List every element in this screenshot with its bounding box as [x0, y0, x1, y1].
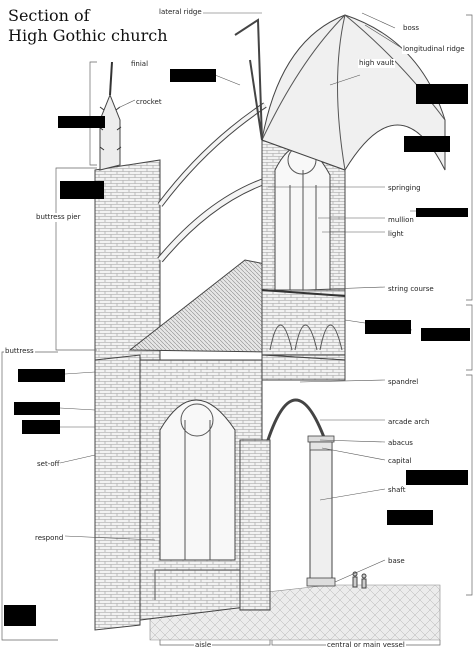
redaction-box — [60, 181, 104, 199]
label-springing: springing — [387, 184, 422, 193]
label-buttress: buttress — [4, 347, 35, 356]
redaction-box — [416, 208, 468, 217]
leader-lines — [34, 12, 455, 583]
label-set-off: set-off — [36, 460, 61, 469]
triforium-shape — [261, 289, 346, 356]
lower-buttress-shape — [94, 354, 141, 631]
diagram-title-line-2: High Gothic church — [8, 26, 168, 45]
label-arcade-arch: arcade arch — [387, 418, 431, 427]
redaction-box — [387, 510, 433, 525]
shaft-shape — [309, 439, 333, 586]
high-vault-shape — [261, 14, 446, 171]
label-shaft: shaft — [387, 486, 407, 495]
capital-shape — [309, 441, 333, 451]
redaction-box — [170, 69, 216, 82]
redaction-box — [22, 420, 60, 434]
aisle-rose-tracery — [180, 403, 214, 437]
label-boss: boss — [402, 24, 421, 33]
pinnacle-shape — [99, 93, 121, 171]
bracket-buttress-pier — [55, 167, 97, 351]
label-abacus: abacus — [387, 439, 414, 448]
redaction-box — [416, 84, 468, 104]
redaction-box — [14, 402, 60, 415]
label-spandrel: spandrel — [387, 378, 420, 387]
redaction-box — [421, 328, 470, 341]
redaction-box — [404, 136, 450, 152]
redaction-box — [406, 470, 468, 485]
label-light: light — [387, 230, 405, 239]
label-longitudinal-ridge: longitudinal ridge — [402, 45, 466, 54]
label-mullion: mullion — [387, 216, 415, 225]
spandrel-shape — [261, 354, 346, 381]
label-crocket: crocket — [135, 98, 163, 107]
label-lateral-ridge: lateral ridge — [158, 8, 203, 17]
bracket-buttress — [1, 351, 58, 641]
triforium-arches — [269, 324, 343, 351]
redaction-box — [18, 369, 65, 382]
label-finial: finial — [130, 60, 150, 69]
finial-line — [109, 61, 113, 96]
label-base: base — [387, 557, 406, 566]
human-figures — [352, 571, 367, 589]
diagram-title-line-1: Section of — [8, 6, 90, 25]
bracket-finial — [89, 61, 97, 166]
label-buttress-pier: buttress pier — [35, 213, 82, 222]
arcade-arch-shape — [266, 398, 327, 600]
bracket-mid-right — [466, 304, 473, 371]
redaction-box — [4, 605, 36, 626]
label-aisle: aisle — [194, 641, 213, 650]
label-capital: capital — [387, 457, 413, 466]
label-central-vessel: central or main vessel — [326, 641, 406, 650]
crocket-marks — [98, 106, 122, 151]
label-high-vault: high vault — [358, 59, 396, 68]
label-respond: respond — [34, 534, 65, 543]
pier-shape — [239, 439, 271, 611]
vault-ribs — [261, 14, 446, 171]
bracket-upper-right — [466, 14, 473, 301]
string-course-line — [261, 289, 346, 297]
bracket-lower-right — [466, 374, 473, 596]
redaction-box — [365, 320, 411, 334]
wall-rib-section — [234, 18, 263, 141]
base-shape — [306, 577, 336, 587]
aisle-window-shape — [159, 399, 236, 561]
lower-flying-buttress — [157, 176, 270, 263]
redaction-box — [58, 116, 105, 128]
label-string-course: string course — [387, 285, 435, 294]
abacus-shape — [307, 435, 335, 443]
